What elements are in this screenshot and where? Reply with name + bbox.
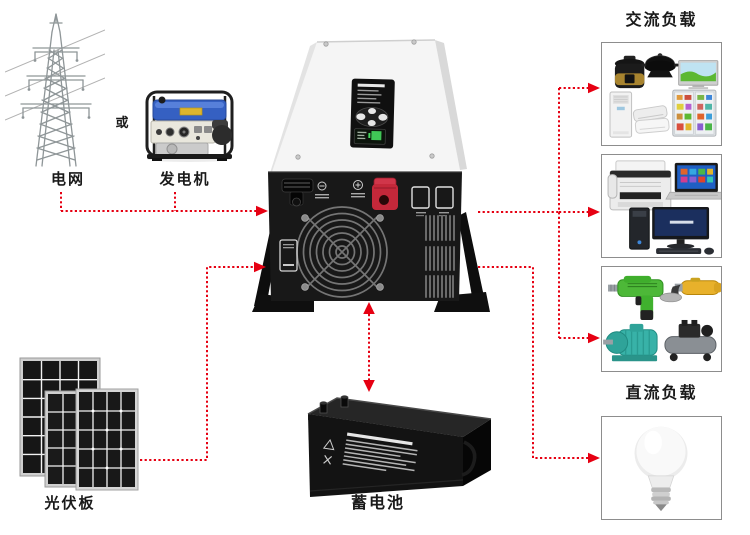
fan-icon: [296, 206, 388, 298]
vent-slots: [425, 215, 455, 298]
solar-panel-front: [75, 388, 139, 491]
ac-load-box-tools: [601, 266, 722, 372]
battery-positive-terminal: [372, 177, 398, 210]
monitor-icon: [652, 206, 710, 249]
battery-terminals: [319, 395, 349, 414]
angle-grinder-icon: [659, 277, 721, 303]
ac-load-box-office: [601, 154, 722, 258]
side-sticker: [279, 239, 298, 272]
dc-load-box-bulb: [601, 416, 722, 520]
office-equipment-illustration: [607, 160, 721, 255]
inverter-control-panel: [350, 78, 395, 149]
arrowhead-office: [588, 206, 600, 218]
air-compressor-icon: [664, 319, 717, 362]
laptop-icon: [665, 162, 721, 200]
generator-icon: [145, 90, 234, 162]
led-bulb-icon: [634, 426, 688, 512]
fax-printer-icon: [607, 160, 672, 211]
arrowhead-bulb: [588, 452, 600, 464]
ac-load-box-appliances: [601, 42, 722, 146]
electric-motor-icon: [603, 323, 658, 362]
plus-icon: [351, 180, 365, 198]
battery-handle: [461, 440, 477, 477]
led-bulb-illustration: [634, 426, 688, 512]
breaker-covers: [411, 186, 454, 217]
floor-standing-ac-icon: [609, 91, 633, 138]
desktop-tower-icon: [629, 207, 650, 250]
keyboard-icon: [656, 248, 702, 255]
battery-icon: [307, 395, 492, 497]
electric-drill-icon: [608, 275, 664, 320]
inverter-icon: [252, 39, 490, 312]
battery-label: 蓄电池: [350, 495, 405, 512]
ac-load-label: 交流负载: [625, 12, 698, 29]
mouse-icon: [704, 247, 714, 255]
minus-icon: [315, 181, 329, 199]
appliances-illustration: [609, 53, 719, 138]
or-label: 或: [115, 115, 129, 130]
refrigerator-icon: [672, 89, 717, 137]
air-conditioner-units-icon: [632, 105, 670, 134]
dc-load-label: 直流负载: [625, 385, 698, 402]
generator-label: 发电机: [159, 171, 211, 188]
inverter-front-panel: [268, 171, 462, 301]
battery-negative-terminal: [281, 178, 314, 207]
solar-panels-icon: [19, 357, 139, 491]
electric-wok-icon: [641, 53, 679, 78]
arrowhead-appliances: [588, 82, 600, 94]
pressure-cooker-icon: [614, 55, 645, 89]
tv-icon: [678, 60, 719, 90]
edge-pv-to-inverter: [140, 266, 254, 461]
power-tools-illustration: [603, 275, 721, 362]
arrowhead-tools: [588, 332, 600, 344]
battery-label: [322, 432, 418, 472]
pv-label: 光伏板: [44, 495, 96, 512]
power-grid-tower-icon: [5, 13, 105, 167]
grid-label: 电网: [50, 171, 85, 188]
